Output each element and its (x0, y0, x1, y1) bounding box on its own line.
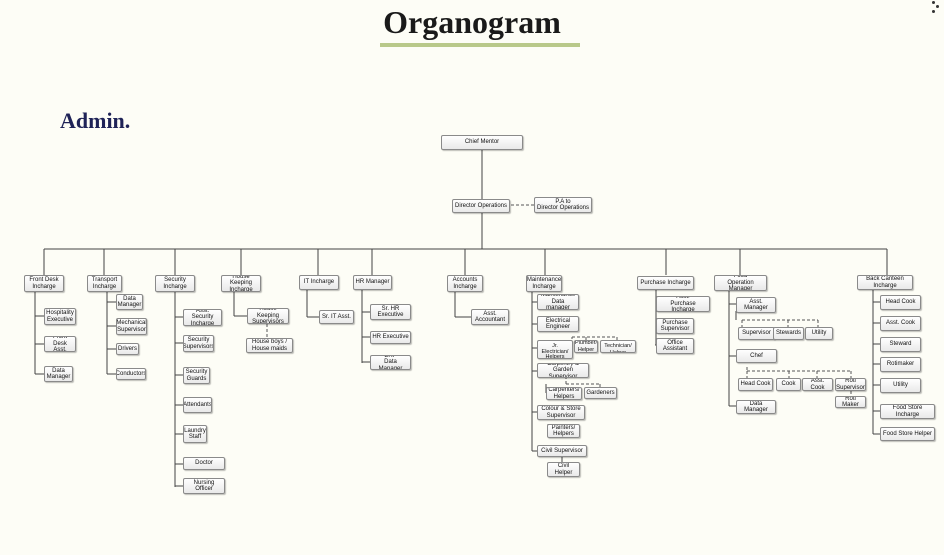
node-security-guards: Security Guards (183, 367, 210, 384)
node-roti-maker: Roti Maker (835, 396, 866, 408)
node-head-cook-food: Head Cook (738, 378, 773, 391)
node-house-keeping-incharge: House Keeping Incharge (221, 275, 261, 292)
node-food-operation-manager: Food Operation Manager (714, 275, 767, 291)
node-hr-manager: HR Manager (353, 275, 392, 290)
node-security-supervisors: Security Supervisors (183, 335, 214, 352)
node-hr-executive: HR Executive (370, 331, 411, 344)
node-security-incharge: Security Incharge (155, 275, 195, 292)
node-chef: Chef (736, 349, 777, 363)
node-nursing-officer: Nursing Officer (183, 478, 225, 494)
page-title: Organogram (383, 4, 561, 40)
node-gardeners: Gardeners (584, 387, 617, 399)
node-back-canteen-incharge: Back Canteen Incharge (857, 275, 913, 290)
node-purchase-incharge: Purchase Incharge (637, 276, 694, 290)
node-utility-bc: Utility (880, 378, 921, 393)
node-chief-mentor: Chief Mentor (441, 135, 523, 150)
node-stewards: Stewards (773, 327, 804, 340)
node-asst-accountant: Asst. Accountant (471, 309, 509, 325)
node-supervisor: Supervisor (738, 327, 775, 340)
node-steward-bc: Steward (880, 337, 921, 352)
node-front-desk-incharge: Front Desk Incharge (24, 275, 64, 292)
node-colour-store-supervisor: Colour & Store Supervisor (537, 405, 585, 420)
node-ac-technician: AC Technician/ Helper (600, 340, 636, 353)
node-laundry-staff: Laundry Staff (183, 425, 207, 443)
node-transport-incharge: Transport Incharge (87, 275, 122, 292)
node-pa-director: P.A to Director Operations (534, 197, 592, 213)
node-hospitality-executive: Hospitality Executive (44, 308, 76, 325)
node-rotimaker-bc: Rotimaker (880, 357, 921, 372)
node-electrical-engineer: Electrical Engineer (537, 316, 579, 332)
node-head-cook-bc: Head Cook (880, 295, 921, 310)
node-sr-it-asst: Sr. IT Asst. (319, 310, 354, 324)
node-conductors: Conductors (116, 368, 146, 380)
node-asst-cook-food: Asst. Cook (802, 378, 833, 391)
node-house-keeping-supervisors: House Keeping Supervisors (247, 308, 289, 324)
node-accounts-incharge: Accounts Incharge (447, 275, 483, 292)
node-maintenance-data-manager: Maintenance Data manager (537, 294, 579, 310)
node-cook: Cook (776, 378, 801, 391)
node-roti-supervisor: Roti Supervisor (835, 378, 866, 391)
section-subtitle: Admin. (60, 108, 131, 133)
node-asst-security-incharge: Asst. Security Incharge (183, 309, 222, 326)
node-asst-cook-bc: Asst. Cook (880, 316, 921, 331)
node-erp-data-manager: ERP Data Manager (370, 355, 411, 370)
node-asst-manager: Asst. Manager (736, 297, 776, 313)
node-it-incharge: IT Incharge (299, 275, 339, 290)
node-data-manager-transport: Data Manager (116, 294, 143, 310)
node-director-operations: Director Operations (452, 199, 510, 213)
node-data-manager-fd: Data Manager (44, 366, 73, 382)
title-underline (380, 43, 580, 47)
node-office-assistant: Office Assistant (656, 338, 694, 354)
node-asst-purchase-incharge: Asst. Purchase Incharge (656, 296, 710, 312)
node-food-store-incharge: Food Store Incharge (880, 404, 935, 419)
node-utility-food: Utility (805, 327, 833, 340)
node-attendants: Attendants (183, 397, 212, 413)
node-maintenance-incharge: Maintenance Incharge (526, 275, 562, 292)
node-food-store-helper: Food Store Helper (880, 427, 935, 441)
node-doctor: Doctor (183, 457, 225, 470)
node-carpenters-helpers: Carpenters/ Helpers (546, 387, 582, 400)
node-sr-hr-executive: Sr. HR Executive (370, 304, 411, 320)
node-electronics-helpers: Electronics/ Jr. Electrician/ Helpers (537, 340, 573, 359)
node-data-manager-food: Data Manager (736, 400, 776, 414)
node-purchase-supervisor: Purchase Supervisor (656, 318, 694, 334)
node-painters-helpers: Painters/ Helpers (547, 424, 580, 438)
node-carpentry-supervisor: Carpentry & Garden Supervisor (537, 363, 589, 378)
node-house-boys-maids: House boys / House maids (246, 338, 293, 353)
node-mechanical-supervisor: Mechanical Supervisor (116, 318, 147, 335)
node-drivers: Drivers (116, 343, 139, 355)
node-civil-supervisor: Civil Supervisor (537, 445, 587, 457)
more-options-icon[interactable] (930, 0, 940, 16)
node-plumber-helper: Plumber/ Helper (574, 340, 598, 353)
node-front-desk-asst: Front Desk Asst. (44, 336, 76, 352)
node-civil-helper: Civil Helper (547, 462, 580, 477)
